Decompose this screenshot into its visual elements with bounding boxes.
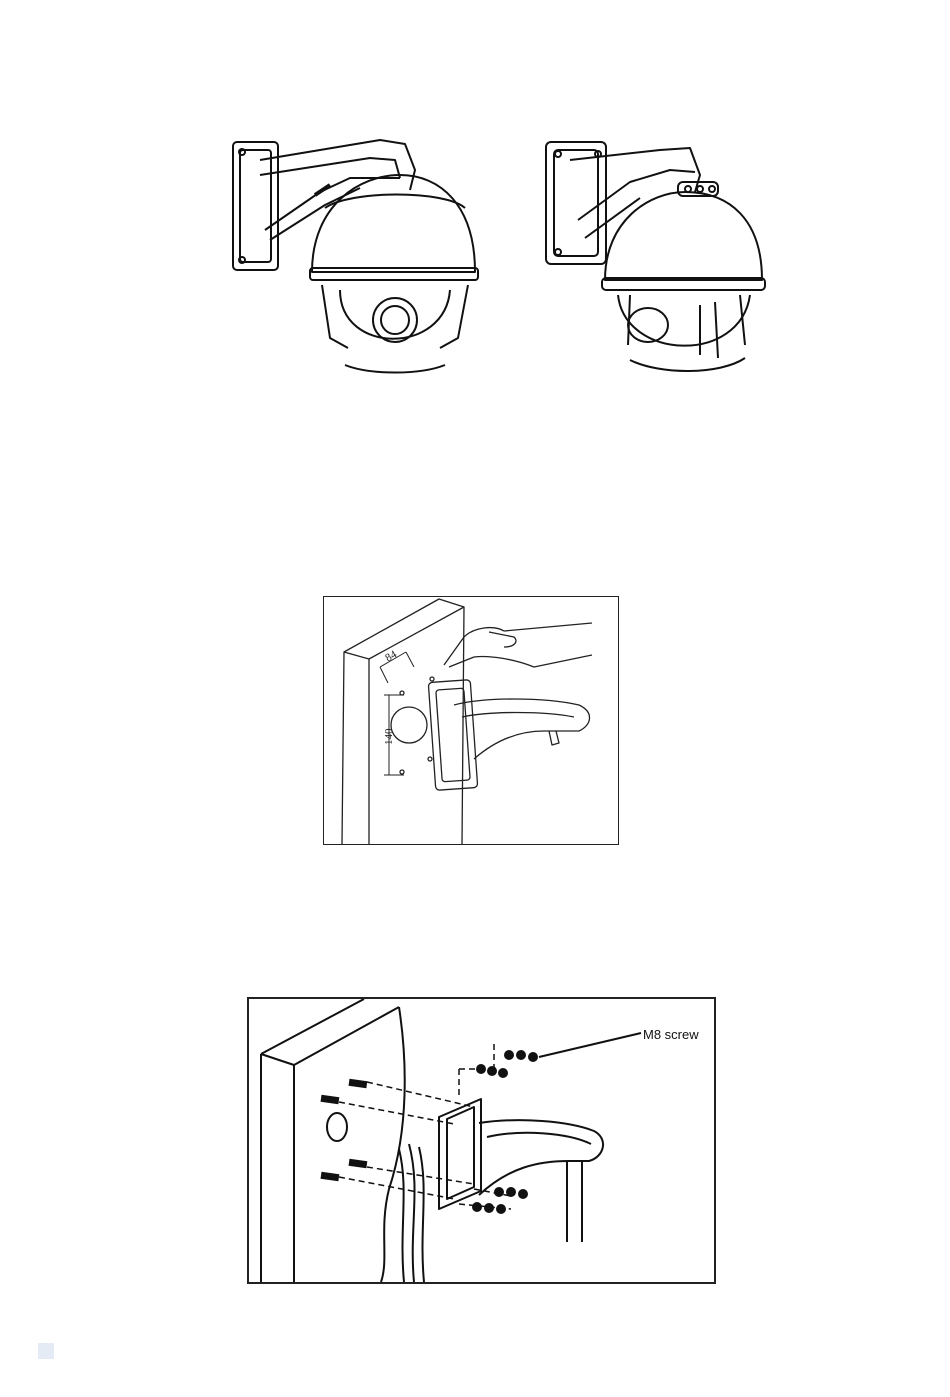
screw-mounting-svg: M8 screw (249, 999, 714, 1282)
camera-illustrations-svg (200, 120, 800, 390)
ptz-camera-right (546, 142, 765, 371)
wall-marking-svg: 84 140 (324, 597, 618, 844)
dimension-width-label: 84 (383, 648, 399, 664)
wall-marking-figure: 84 140 (323, 596, 619, 845)
ptz-camera-left (233, 140, 478, 373)
screw-mounting-figure: M8 screw (247, 997, 716, 1284)
dimension-height-label: 140 (383, 728, 395, 745)
page-corner-marker (38, 1343, 54, 1359)
m8-screw-callout: M8 screw (643, 1027, 699, 1042)
camera-illustrations (200, 120, 800, 390)
